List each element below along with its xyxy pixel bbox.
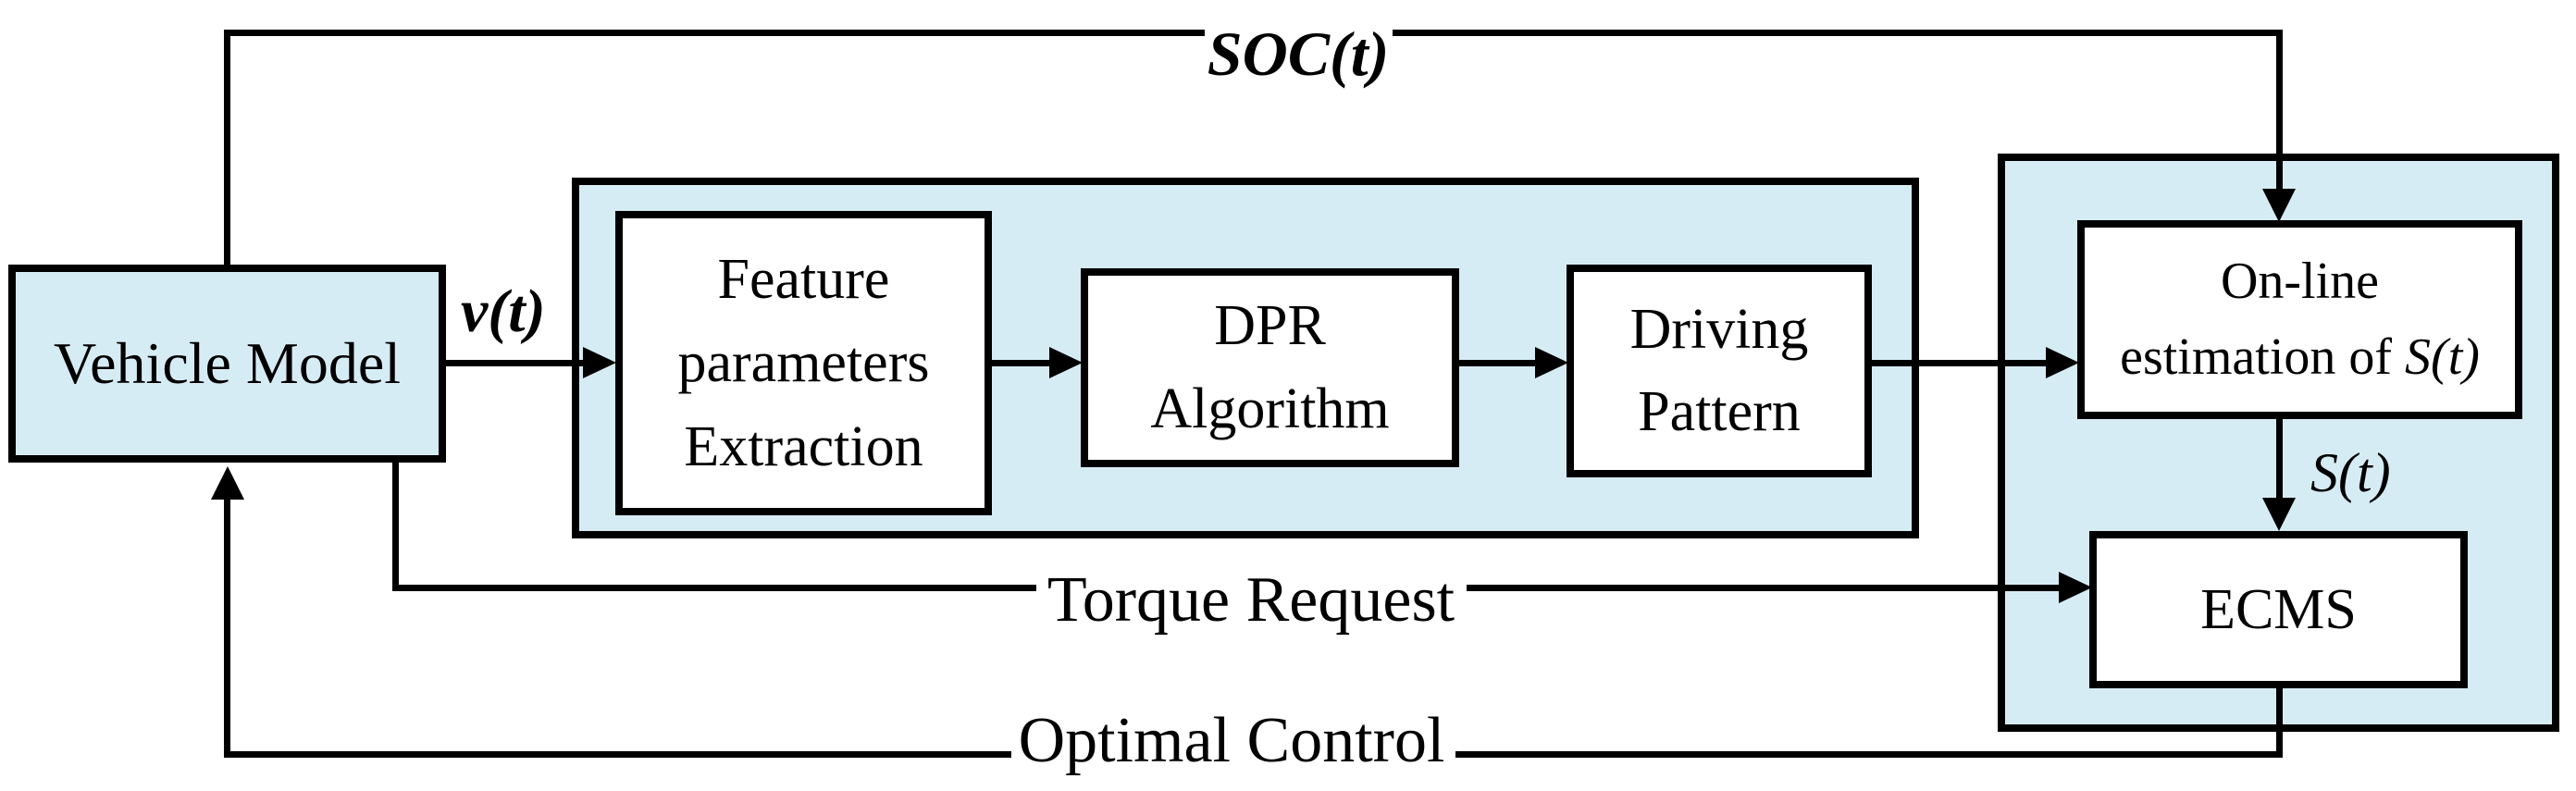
- torque-request-arrowhead-icon: [2059, 572, 2092, 603]
- optimal-control-arrowhead-icon: [211, 466, 244, 500]
- driving-label-line1: Driving: [1629, 297, 1809, 361]
- optimal-control-left-vertical-line: [224, 500, 230, 757]
- soc-feedback-line-top-right: [1393, 30, 2283, 36]
- dpr-to-driving-arrowhead-icon: [1535, 347, 1568, 378]
- torque-request-vertical-line: [392, 463, 399, 590]
- soc-feedback-line-left-vertical: [224, 30, 230, 265]
- optimal-control-line-left: [224, 751, 1011, 758]
- online-label-line1: On-line: [2220, 252, 2380, 310]
- st-arrowhead-icon: [2262, 498, 2296, 531]
- dpr-label-line1: DPR: [1214, 294, 1326, 358]
- dpr-to-driving-line: [1459, 360, 1535, 366]
- soc-arrowhead-icon: [2262, 189, 2296, 222]
- vt-signal-label: v(t): [461, 278, 546, 345]
- feature-to-dpr-line: [992, 360, 1049, 366]
- torque-request-label: Torque Request: [1046, 564, 1455, 636]
- feature-to-dpr-arrowhead-icon: [1049, 347, 1083, 378]
- soc-feedback-line-top-left: [224, 30, 1205, 36]
- soc-signal-label: SOC(t): [1207, 19, 1390, 89]
- feature-label-line3: Extraction: [684, 414, 923, 478]
- vehicle-model-label: Vehicle Model: [54, 330, 401, 396]
- optimal-control-line-right: [1455, 751, 2283, 758]
- driving-pattern-box: Driving Pattern: [1567, 265, 1872, 477]
- optimal-control-right-vertical-line: [2276, 688, 2283, 757]
- vehicle-model-box: Vehicle Model: [8, 265, 446, 463]
- torque-request-line-right: [1467, 585, 2059, 591]
- dpr-label-line2: Algorithm: [1150, 377, 1390, 440]
- online-label-line2: estimation of S(t): [2120, 320, 2480, 396]
- soc-feedback-line-right-vertical: [2276, 30, 2283, 189]
- optimal-control-label: Optimal Control: [1018, 705, 1445, 776]
- feature-label-line1: Feature: [717, 247, 890, 311]
- st-line: [2276, 419, 2283, 498]
- feature-label-line2: parameters: [677, 331, 930, 395]
- feature-parameters-extraction-box: Feature parameters Extraction: [615, 211, 992, 515]
- driving-to-online-line: [1872, 360, 2046, 366]
- ecms-label: ECMS: [2200, 577, 2357, 641]
- dpr-algorithm-box: DPR Algorithm: [1081, 268, 1459, 467]
- vt-arrowhead-icon: [583, 347, 616, 378]
- online-label-line2-text: estimation of: [2120, 328, 2406, 386]
- torque-request-line-left: [392, 585, 1036, 591]
- ecms-box: ECMS: [2089, 531, 2468, 688]
- online-label-line2-st-var: S(t): [2405, 328, 2480, 386]
- driving-label-line2: Pattern: [1638, 380, 1801, 443]
- driving-to-online-arrowhead-icon: [2046, 347, 2079, 378]
- vt-line: [446, 360, 583, 366]
- online-estimation-box: On-line estimation of S(t): [2077, 220, 2522, 419]
- st-signal-label: S(t): [2310, 442, 2391, 503]
